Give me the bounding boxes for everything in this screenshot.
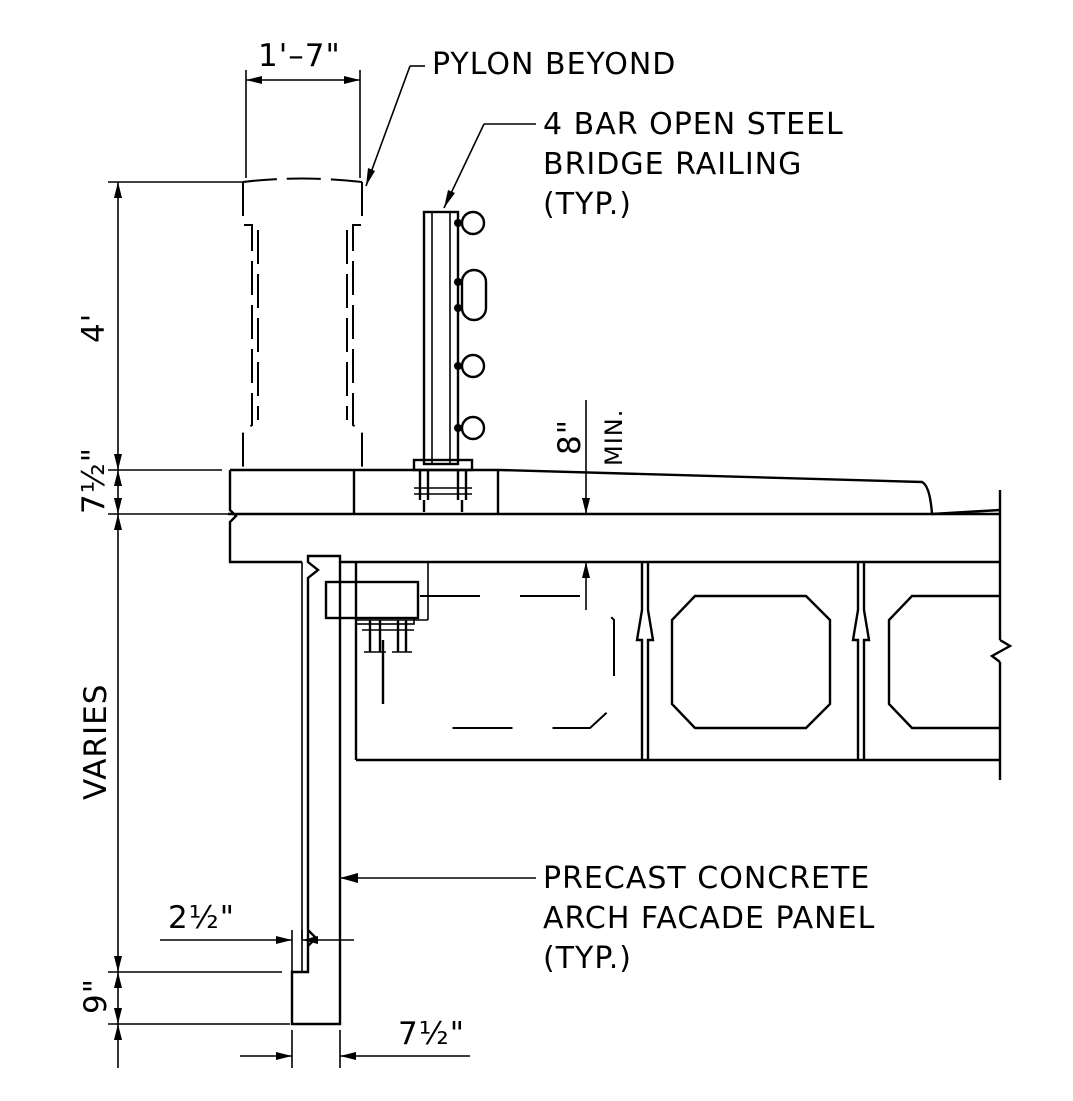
pylon-outline (242, 177, 363, 468)
pylon-label: PYLON BEYOND (432, 47, 676, 82)
railing-label-line1: 4 BAR OPEN STEEL (543, 107, 844, 142)
panel-leader: PRECAST CONCRETE ARCH FACADE PANEL (TYP.… (340, 861, 875, 976)
panel-bracket (324, 562, 429, 704)
pylon-width-label: 1'–7" (258, 38, 341, 74)
facade-panel (290, 554, 342, 1026)
steel-railing (412, 210, 488, 512)
pylon-leader: PYLON BEYOND (365, 47, 676, 187)
railing-label-line3: (TYP.) (543, 187, 632, 222)
varies-label: VARIES (78, 684, 114, 800)
deck-slab (228, 468, 1013, 780)
panel-label-line1: PRECAST CONCRETE (543, 861, 870, 896)
panel-label-line3: (TYP.) (543, 941, 632, 976)
clearance-label: 8" (552, 419, 588, 455)
clearance-note: MIN. (600, 409, 628, 466)
panel-offset-dimension: 2½" (160, 900, 354, 972)
slab-thickness-label: 7½" (76, 447, 112, 514)
panel-thickness-label: 7½" (398, 1016, 465, 1052)
panel-offset-label: 2½" (168, 900, 235, 936)
pylon-height-label: 4' (76, 313, 112, 343)
clearance-dimension: 8" MIN. (552, 400, 628, 610)
pylon-width-dimension: 1'–7" (245, 38, 361, 178)
panel-label-line2: ARCH FACADE PANEL (543, 901, 875, 936)
railing-label-line2: BRIDGE RAILING (543, 147, 802, 182)
box-beams (354, 562, 1000, 762)
left-dimension-chain: 4' 7½" VARIES 9" (76, 181, 290, 1068)
panel-thickness-dimension: 7½" (240, 1016, 470, 1068)
railing-leader: 4 BAR OPEN STEEL BRIDGE RAILING (TYP.) (443, 107, 844, 222)
panel-foot-label: 9" (78, 978, 114, 1014)
